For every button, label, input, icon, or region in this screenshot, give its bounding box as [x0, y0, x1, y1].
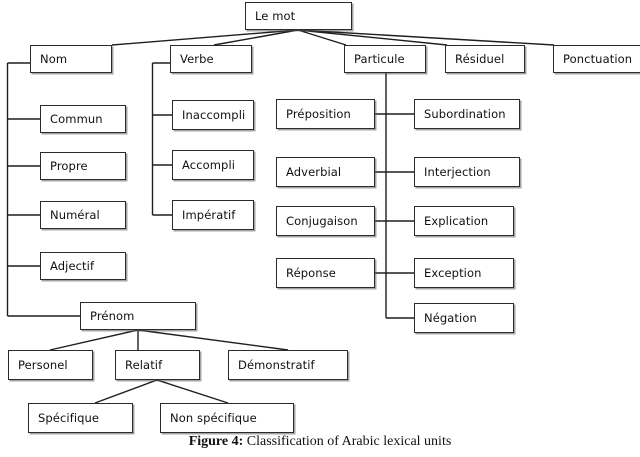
node-verbe[interactable]: Verbe: [170, 45, 252, 73]
node-inaccompli[interactable]: Inaccompli: [172, 100, 254, 130]
node-label: Subordination: [424, 107, 506, 121]
node-non-specifique[interactable]: Non spécifique: [160, 403, 294, 433]
node-label: Conjugaison: [286, 214, 358, 228]
node-label: Résiduel: [455, 52, 505, 66]
node-label: Explication: [424, 214, 489, 228]
node-label: Relatif: [125, 358, 163, 372]
edge-relatif-non-specifique: [156, 379, 229, 404]
node-ponctuation[interactable]: Ponctuation: [553, 45, 640, 73]
edge-lemot-particule: [297, 29, 347, 46]
node-label: Préposition: [286, 107, 351, 121]
edge-lemot-residuel: [297, 29, 448, 46]
node-label: Ponctuation: [563, 52, 633, 66]
node-demonstratif[interactable]: Démonstratif: [228, 350, 348, 380]
node-reponse[interactable]: Réponse: [276, 258, 375, 288]
node-adverbial[interactable]: Adverbial: [276, 157, 375, 187]
node-label: Numéral: [50, 208, 100, 222]
node-explication[interactable]: Explication: [414, 206, 514, 236]
node-label: Démonstratif: [238, 358, 315, 372]
node-label: Interjection: [424, 165, 491, 179]
node-prenom[interactable]: Prénom: [80, 302, 196, 330]
node-relatif[interactable]: Relatif: [115, 350, 200, 380]
node-label: Le mot: [255, 9, 296, 23]
edge-lemot-verbe: [213, 29, 299, 46]
node-label: Personel: [18, 358, 68, 372]
node-label: Particule: [354, 52, 405, 66]
node-subordination[interactable]: Subordination: [414, 99, 520, 129]
node-accompli[interactable]: Accompli: [172, 150, 254, 180]
node-interjection[interactable]: Interjection: [414, 157, 520, 187]
node-label: Inaccompli: [182, 108, 246, 122]
node-label: Exception: [424, 266, 482, 280]
node-preposition[interactable]: Préposition: [276, 99, 375, 129]
node-label: Réponse: [286, 266, 336, 280]
node-label: Verbe: [180, 52, 214, 66]
node-negation[interactable]: Négation: [414, 303, 514, 333]
edge-relatif-specifique: [94, 379, 158, 404]
node-particule[interactable]: Particule: [344, 45, 426, 73]
node-residuel[interactable]: Résiduel: [445, 45, 525, 73]
node-personel[interactable]: Personel: [8, 350, 93, 380]
node-label: Impératif: [182, 208, 236, 222]
node-commun[interactable]: Commun: [40, 105, 126, 133]
edge-prenom-demonstratif: [137, 329, 289, 351]
node-label: Propre: [50, 159, 88, 173]
node-conjugaison[interactable]: Conjugaison: [276, 206, 375, 236]
figure-caption-label: Figure 4:: [188, 434, 244, 449]
node-numeral[interactable]: Numéral: [40, 201, 126, 229]
edge-lemot-ponctuation: [297, 29, 555, 46]
node-imperatif[interactable]: Impératif: [172, 200, 254, 230]
node-label: Adjectif: [50, 259, 95, 273]
node-label: Non spécifique: [170, 411, 257, 425]
node-label: Commun: [50, 112, 103, 126]
node-label: Accompli: [182, 158, 236, 172]
node-specifique[interactable]: Spécifique: [28, 403, 133, 433]
node-nom[interactable]: Nom: [30, 45, 112, 73]
node-label: Adverbial: [286, 165, 342, 179]
node-label: Prénom: [90, 309, 135, 323]
figure-caption: Figure 4: Classification of Arabic lexic…: [0, 434, 640, 450]
edge-prenom-personel: [49, 329, 139, 351]
node-label: Nom: [40, 52, 68, 66]
node-exception[interactable]: Exception: [414, 258, 514, 288]
node-le-mot[interactable]: Le mot: [245, 2, 352, 30]
node-propre[interactable]: Propre: [40, 152, 126, 180]
node-label: Spécifique: [38, 411, 100, 425]
node-label: Négation: [424, 311, 477, 325]
node-adjectif[interactable]: Adjectif: [40, 252, 126, 280]
figure-caption-text: Classification of Arabic lexical units: [246, 434, 452, 449]
edge-lemot-nom: [111, 29, 299, 46]
